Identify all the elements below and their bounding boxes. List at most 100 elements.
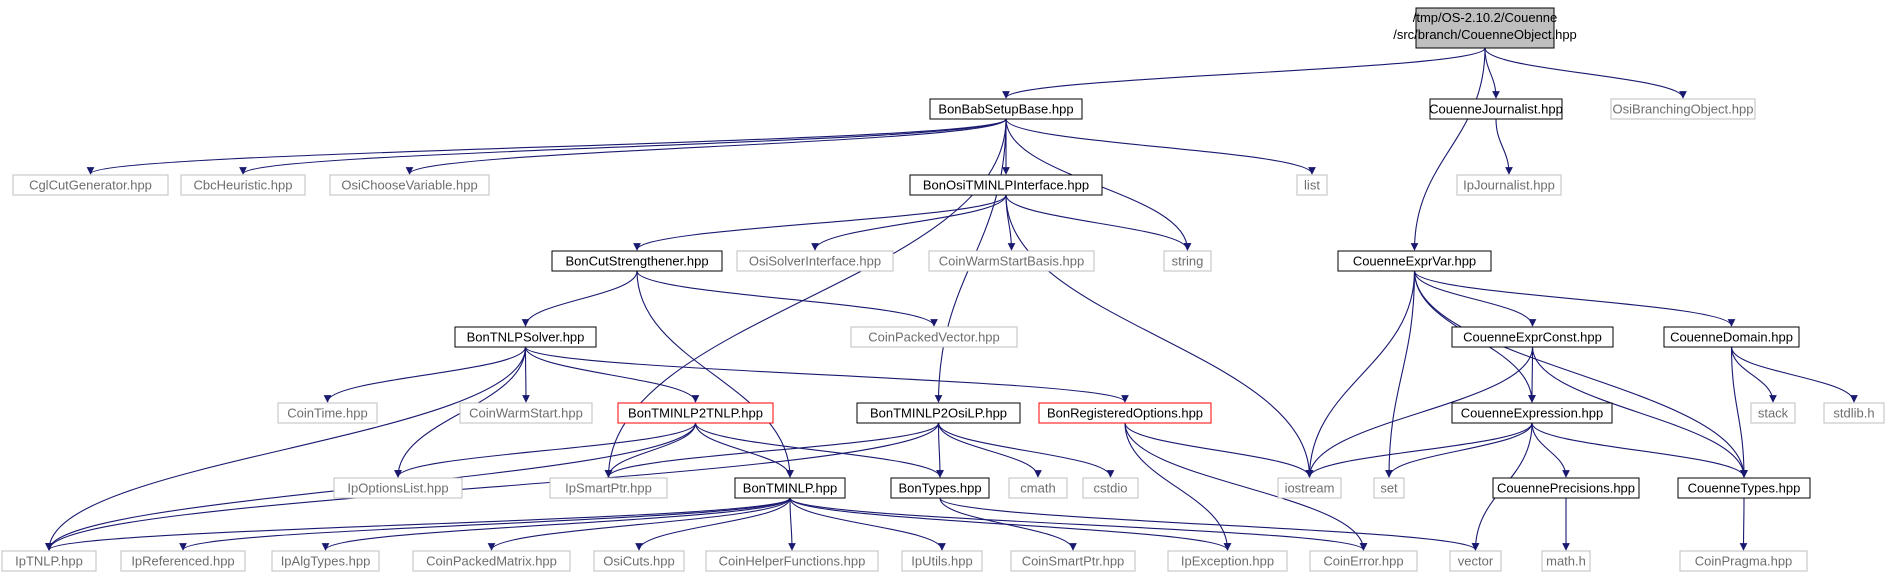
node-coinerror: CoinError.hpp	[1309, 550, 1418, 572]
node-label: CouennePrecisions.hpp	[1497, 480, 1635, 495]
node-iptnlp: IpTNLP.hpp	[1, 550, 97, 572]
node-box	[271, 550, 380, 572]
node-label: OsiChooseVariable.hpp	[341, 177, 477, 192]
edge-exprconst-to-expression	[1528, 346, 1536, 403]
edge-domain-to-couennetypes	[1730, 346, 1748, 478]
node-label: IpJournalist.hpp	[1463, 177, 1555, 192]
node-label: CoinTime.hpp	[287, 405, 367, 420]
node-root[interactable]: /tmp/OS-2.10.2/Couenne/src/branch/Couenn…	[1393, 7, 1577, 49]
node-box	[277, 402, 378, 424]
node-label: set	[1380, 480, 1398, 495]
node-label: list	[1304, 177, 1320, 192]
node-label: OsiSolverInterface.hpp	[749, 253, 881, 268]
node-box	[1309, 550, 1418, 572]
node-box	[1296, 174, 1328, 196]
nodes-layer: /tmp/OS-2.10.2/Couenne/src/branch/Couenn…	[1, 7, 1885, 572]
node-osichoose: OsiChooseVariable.hpp	[329, 174, 490, 196]
node-cutstrength[interactable]: BonCutStrengthener.hpp	[551, 250, 723, 272]
node-box	[1429, 98, 1563, 120]
node-ipsmartptr: IpSmartPtr.hpp	[549, 477, 668, 499]
node-bontypes[interactable]: BonTypes.hpp	[890, 477, 990, 499]
node-label: BonTNLPSolver.hpp	[467, 329, 585, 344]
node-label: IpException.hpp	[1181, 553, 1274, 568]
edge-domain-to-stdlib	[1730, 346, 1858, 403]
node-coinpackedmat: CoinPackedMatrix.hpp	[412, 550, 571, 572]
node-regoptions[interactable]: BonRegisteredOptions.hpp	[1038, 402, 1212, 424]
node-ositminlp[interactable]: BonOsiTMINLPInterface.hpp	[909, 174, 1103, 196]
node-label: CoinPackedMatrix.hpp	[426, 553, 557, 568]
node-domain[interactable]: CouenneDomain.hpp	[1663, 326, 1800, 348]
node-label: BonRegisteredOptions.hpp	[1047, 405, 1203, 420]
node-box	[1823, 402, 1885, 424]
edge-tnlpsolver-to-tminlp2tnlp	[524, 346, 700, 403]
node-osibranch: OsiBranchingObject.hpp	[1610, 98, 1756, 120]
node-box	[1451, 326, 1614, 348]
node-box	[617, 402, 774, 424]
node-label: IpAlgTypes.hpp	[281, 553, 371, 568]
node-tminlp2tnlp[interactable]: BonTMINLP2TNLP.hpp	[617, 402, 774, 424]
node-box	[593, 550, 685, 572]
edge-exprvar-to-couennetypes	[1413, 270, 1748, 478]
node-box	[856, 402, 1021, 424]
node-box	[549, 477, 668, 499]
node-label: CoinPragma.hpp	[1695, 553, 1793, 568]
node-tminlp2osilp[interactable]: BonTMINLP2OsiLP.hpp	[856, 402, 1021, 424]
node-cointime: CoinTime.hpp	[277, 402, 378, 424]
node-couennetypes[interactable]: CouenneTypes.hpp	[1677, 477, 1811, 499]
node-exprconst[interactable]: CouenneExprConst.hpp	[1451, 326, 1614, 348]
edge-tminlp-to-iptnlp	[45, 497, 791, 551]
node-label: IpSmartPtr.hpp	[565, 480, 652, 495]
edge-ositminlp-to-osisolver	[811, 194, 1007, 251]
node-exprvar[interactable]: CouenneExprVar.hpp	[1337, 250, 1492, 272]
node-label: CouenneTypes.hpp	[1688, 480, 1801, 495]
node-babsetup[interactable]: BonBabSetupBase.hpp	[929, 98, 1083, 120]
edge-journalist-to-ipjournal	[1495, 118, 1513, 175]
node-tminlp[interactable]: BonTMINLP.hpp	[734, 477, 846, 499]
edge-cutstrength-to-coinpackedvec	[636, 270, 938, 327]
edge-exprconst-to-couennetypes	[1531, 346, 1748, 478]
node-box	[736, 250, 894, 272]
node-label: cstdio	[1094, 480, 1128, 495]
node-ipjournal: IpJournalist.hpp	[1456, 174, 1562, 196]
node-label: CbcHeuristic.hpp	[194, 177, 293, 192]
edge-root-to-babsetup	[1002, 47, 1486, 99]
edge-ositminlp-to-iostream	[1005, 194, 1314, 478]
node-tnlpsolver[interactable]: BonTNLPSolver.hpp	[454, 326, 597, 348]
edge-regoptions-to-coinerror	[1124, 422, 1368, 551]
node-label: BonCutStrengthener.hpp	[565, 253, 708, 268]
node-box	[929, 98, 1083, 120]
node-box	[928, 250, 1095, 272]
node-label: CouenneDomain.hpp	[1670, 329, 1793, 344]
edge-tminlp-to-osicuts	[635, 497, 791, 551]
edge-tminlp-to-ipexception	[789, 497, 1232, 551]
node-box	[1415, 7, 1555, 49]
node-label: CoinError.hpp	[1323, 553, 1403, 568]
node-label: BonTMINLP2OsiLP.hpp	[870, 405, 1007, 420]
node-box	[734, 477, 846, 499]
node-ipreferenced: IpReferenced.hpp	[120, 550, 246, 572]
node-ipexception: IpException.hpp	[1167, 550, 1288, 572]
node-coinpragma: CoinPragma.hpp	[1679, 550, 1808, 572]
node-box	[909, 174, 1103, 196]
edge-cutstrength-to-tminlp	[636, 270, 794, 478]
node-label: string	[1172, 253, 1204, 268]
edge-tminlp-to-coinpackedmat	[487, 497, 791, 551]
node-ipoptlist: IpOptionsList.hpp	[333, 477, 463, 499]
node-box	[1679, 550, 1808, 572]
edge-ositminlp-to-cutstrength	[633, 194, 1007, 251]
node-box	[1492, 477, 1640, 499]
node-box	[1449, 550, 1502, 572]
node-expression[interactable]: CouenneExpression.hpp	[1451, 402, 1613, 424]
edge-expression-to-set	[1385, 422, 1533, 478]
node-box	[1373, 477, 1405, 499]
edges-layer	[45, 47, 1858, 551]
node-journalist[interactable]: CouenneJournalist.hpp	[1429, 98, 1563, 120]
node-ipalgtypes: IpAlgTypes.hpp	[271, 550, 380, 572]
edge-tminlp2osilp-to-iptnlp	[45, 422, 940, 551]
edge-tminlp2tnlp-to-bontypes	[694, 422, 944, 478]
node-box	[1451, 402, 1613, 424]
node-mathh: math.h	[1541, 550, 1591, 572]
node-precisions[interactable]: CouennePrecisions.hpp	[1492, 477, 1640, 499]
node-box	[1, 550, 97, 572]
node-label: OsiCuts.hpp	[603, 553, 675, 568]
